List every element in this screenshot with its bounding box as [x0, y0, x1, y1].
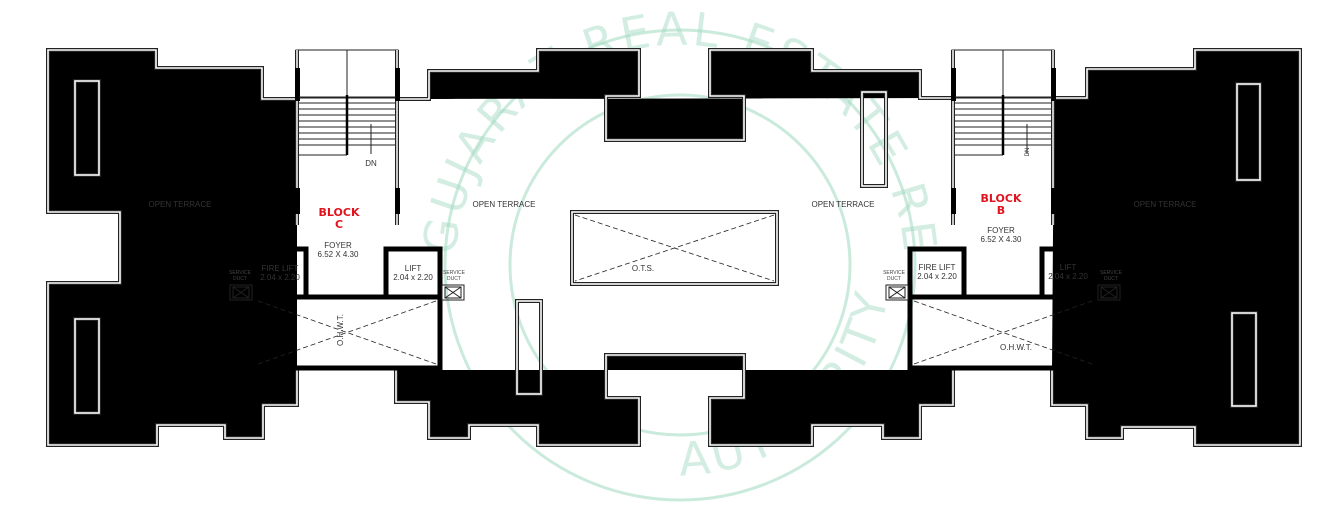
ots-void	[570, 210, 779, 286]
ohwt-label: O.H.W.T.	[1000, 343, 1032, 352]
fire-lift-dims: 2.04 x 2.20	[917, 272, 957, 281]
fire-lift-dims: 2.04 x 2.20	[260, 273, 300, 282]
stair-down-label: DN	[1025, 148, 1031, 157]
foyer-label: FOYER	[987, 226, 1015, 235]
service-duct-label: DUCT	[887, 276, 901, 282]
foyer-dims: 6.52 X 4.30	[318, 250, 359, 259]
service-duct-label: SERVICE	[883, 270, 906, 276]
foyer-label: FOYER	[324, 241, 352, 250]
foyer-dims: 6.52 X 4.30	[981, 235, 1022, 244]
service-duct-label: SERVICE	[229, 270, 252, 276]
service-duct-label: SERVICE	[443, 270, 466, 276]
lift-dims: 2.04 x 2.20	[393, 273, 433, 282]
ots-label: O.T.S.	[632, 264, 654, 273]
block-c-letter: C	[335, 218, 343, 231]
service-duct-label: DUCT	[447, 276, 461, 282]
fire-lift-label: FIRE LIFT	[262, 264, 299, 273]
block-b-letter: B	[997, 204, 1005, 217]
open-terrace-label: OPEN TERRACE	[812, 200, 875, 209]
block-c-title: BLOCK	[319, 206, 360, 219]
ohwt-label: O.H.W.T.	[336, 314, 345, 346]
open-terrace-label: OPEN TERRACE	[473, 200, 536, 209]
lift-dims: 2.04 x 2.20	[1048, 272, 1088, 281]
service-duct-label: SERVICE	[1100, 270, 1123, 276]
open-terrace-label: OPEN TERRACE	[1134, 200, 1197, 209]
lift-label: LIFT	[405, 264, 422, 273]
block-c-core	[229, 49, 465, 371]
service-duct-label: DUCT	[233, 276, 247, 282]
block-b-title: BLOCK	[981, 192, 1022, 205]
planters	[73, 79, 1262, 415]
fire-lift-label: FIRE LIFT	[919, 263, 956, 272]
open-terrace-label: OPEN TERRACE	[149, 200, 212, 209]
block-b-core	[885, 49, 1121, 371]
stair-down-label: DN	[365, 159, 377, 168]
lift-label: LIFT	[1060, 263, 1077, 272]
service-duct-label: DUCT	[1104, 276, 1118, 282]
